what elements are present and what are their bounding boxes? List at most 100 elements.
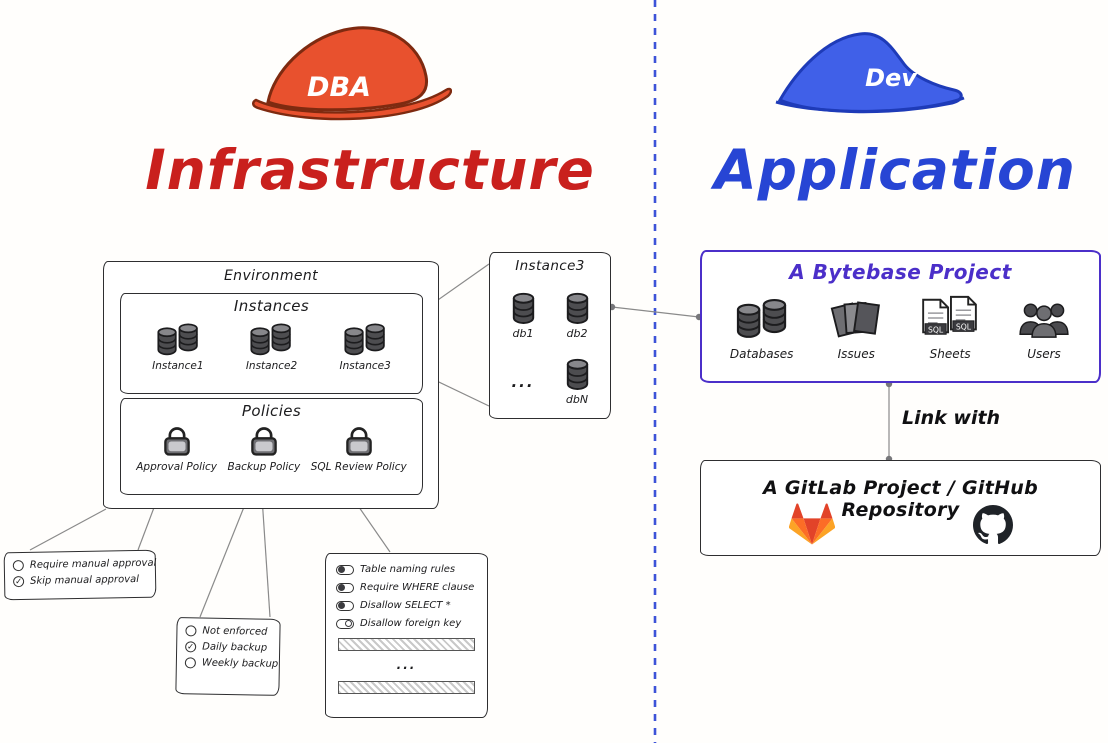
instance-label: Instance3 — [339, 360, 391, 372]
rules-ellipsis: ... — [396, 658, 417, 672]
policies-row: Approval Policy Backup Policy SQL Review… — [121, 424, 422, 473]
dev-hat-label: Dev — [865, 64, 917, 92]
instance3-detail-title: Instance3 — [515, 258, 585, 274]
database-icon — [564, 357, 591, 391]
database-stack-icon — [341, 321, 389, 357]
svg-text:SQL: SQL — [956, 322, 972, 331]
lock-icon — [246, 424, 282, 458]
instances-box: Instances Instance1 Instance2 Instance3 — [120, 293, 423, 394]
instances-label: Instances — [233, 297, 310, 315]
bytebase-item-label: Databases — [729, 347, 794, 361]
rule-label: Disallow foreign key — [360, 618, 462, 629]
sql-rule-row: Disallow foreign key — [336, 618, 477, 629]
environment-label: Environment — [223, 268, 319, 284]
option-label: Weekly backup — [201, 657, 279, 670]
rule-label: Table naming rules — [360, 564, 456, 575]
db-label: db1 — [512, 326, 534, 340]
link-with-label: Link with — [902, 407, 1001, 429]
lock-icon — [341, 424, 377, 458]
database-icon — [510, 291, 537, 325]
policy-option-row: Require manual approval — [12, 558, 156, 572]
bytebase-item-label: Sheets — [929, 347, 971, 361]
dba-hat: DBA — [252, 14, 453, 126]
policy-option-row: ✓ Daily backup — [185, 641, 271, 654]
radio-checked-icon: ✓ — [13, 575, 25, 588]
db-label: dbN — [565, 393, 589, 407]
bytebase-project-title: A Bytebase Project — [789, 260, 1012, 284]
environment-box: Environment Instances Instance1 Instance… — [103, 261, 439, 509]
dev-hat: Dev — [768, 20, 978, 120]
infrastructure-title: Infrastructure — [145, 138, 595, 202]
radio-checked-icon: ✓ — [185, 641, 197, 653]
database-stack-icon — [247, 321, 295, 357]
instance-label: Instance1 — [152, 360, 204, 372]
github-icon — [973, 505, 1013, 549]
instance-item: Instance3 — [339, 321, 391, 372]
option-label: Daily backup — [202, 641, 268, 654]
policy-item: Approval Policy — [136, 424, 217, 473]
option-label: Not enforced — [202, 625, 268, 638]
rule-label: Disallow SELECT * — [360, 600, 451, 611]
users-icon — [1017, 294, 1071, 340]
application-title: Application — [714, 138, 1076, 202]
svg-text:SQL: SQL — [928, 325, 944, 334]
sql-sheets-icon: SQL SQL — [919, 294, 981, 340]
db-item: db1 — [510, 291, 537, 340]
instance3-database-grid: db1 db2 ... dbN — [496, 283, 604, 414]
option-label: Require manual approval — [29, 557, 157, 571]
policies-label: Policies — [241, 402, 302, 420]
sql-rule-row: Disallow SELECT * — [336, 600, 477, 611]
backup-policy-popup: Not enforced ✓ Daily backup Weekly backu… — [175, 617, 281, 696]
policy-item: Backup Policy — [227, 424, 301, 473]
approval-policy-popup: Require manual approval ✓ Skip manual ap… — [3, 549, 156, 601]
issues-icon — [829, 294, 883, 340]
policy-item: SQL Review Policy — [311, 424, 407, 473]
instance-item: Instance1 — [152, 321, 204, 372]
toggle-icon — [336, 600, 354, 611]
database-icon — [564, 291, 591, 325]
dba-hat-icon — [252, 26, 453, 121]
bytebase-item-label: Users — [1027, 347, 1061, 361]
sql-rule-row: Require WHERE clause — [336, 582, 477, 593]
gitlab-icon — [789, 503, 835, 551]
repo-box: A GitLab Project / GitHub Repository — [700, 460, 1101, 556]
instance-item: Instance2 — [246, 321, 297, 372]
db-ellipsis: ... — [511, 372, 535, 391]
radio-icon — [184, 657, 196, 669]
dev-hat-icon — [775, 32, 965, 114]
hatched-bar — [338, 681, 475, 694]
radio-icon — [185, 625, 197, 637]
bytebase-users-item: Users — [1017, 294, 1071, 361]
db-item: dbN — [564, 357, 591, 406]
radio-icon — [12, 559, 24, 572]
option-label: Skip manual approval — [30, 573, 140, 587]
sql-rule-row: Table naming rules — [336, 564, 477, 575]
policy-label: Backup Policy — [227, 461, 301, 473]
policy-label: Approval Policy — [136, 461, 217, 473]
toggle-icon — [336, 618, 354, 629]
bytebase-item-label: Issues — [837, 347, 875, 361]
bytebase-issues-item: Issues — [829, 294, 883, 361]
databases-icon — [733, 294, 791, 340]
db-label: db2 — [566, 326, 588, 340]
bytebase-project-box: A Bytebase Project Databases Issues — [700, 250, 1101, 383]
bytebase-databases-item: Databases — [729, 294, 794, 361]
instance3-detail-box: Instance3 db1 db2 ... dbN — [489, 252, 611, 419]
hatched-bar — [338, 638, 475, 651]
policy-label: SQL Review Policy — [310, 461, 407, 473]
sql-review-policy-popup: Table naming rules Require WHERE clause … — [325, 553, 488, 718]
policy-option-row: Weekly backup — [184, 657, 278, 670]
repo-box-title: A GitLab Project / GitHub Repository — [762, 477, 1039, 521]
lock-icon — [159, 424, 195, 458]
bytebase-items-row: Databases Issues SQL SQL — [702, 294, 1099, 361]
instance-label: Instance2 — [245, 360, 298, 372]
rule-label: Require WHERE clause — [360, 582, 475, 593]
instances-row: Instance1 Instance2 Instance3 — [121, 321, 422, 372]
policy-option-row: Not enforced — [185, 625, 271, 638]
db-item: db2 — [564, 291, 591, 340]
policy-option-row: ✓ Skip manual approval — [13, 573, 147, 588]
toggle-icon — [336, 564, 354, 575]
bytebase-sheets-item: SQL SQL Sheets — [919, 294, 981, 361]
toggle-icon — [336, 582, 354, 593]
